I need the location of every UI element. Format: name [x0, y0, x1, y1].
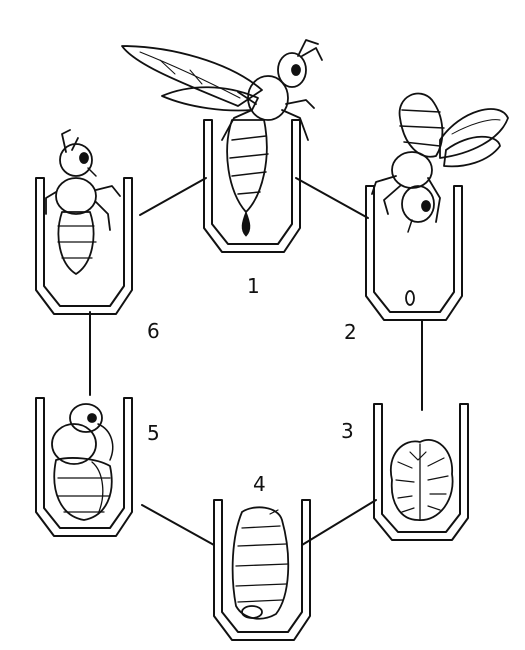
pupa [231, 506, 290, 620]
thorax [55, 177, 97, 215]
egg-in-cell [371, 92, 509, 306]
connector-4-5 [141, 504, 215, 546]
legs [371, 175, 441, 223]
legs [45, 185, 121, 231]
stage-label-6: 6 [147, 319, 160, 343]
stage-label-5: 5 [147, 421, 160, 445]
antenna [407, 219, 413, 233]
thorax [391, 151, 433, 189]
egg-drop [241, 211, 251, 237]
head [59, 143, 93, 177]
head [69, 403, 103, 433]
cell-1 [203, 119, 301, 253]
upper-wing [121, 45, 263, 107]
adult-emerging [45, 129, 121, 275]
stage-label-3: 3 [341, 419, 354, 443]
cell-6 [35, 177, 133, 315]
antennae [297, 39, 323, 61]
stage-label-2: 2 [344, 320, 357, 344]
cell-3 [373, 403, 469, 541]
connector-1-2 [295, 177, 369, 219]
legs [221, 91, 315, 141]
wing-2 [443, 135, 501, 168]
abdomen [398, 92, 444, 158]
cell-5 [35, 397, 133, 537]
adult-bee-laying-egg [121, 39, 323, 237]
pupa-tip [241, 605, 263, 619]
curled-larva [389, 439, 454, 521]
head [277, 52, 307, 88]
abdomen [226, 119, 268, 213]
cell-4 [213, 499, 311, 641]
stage-label-4: 4 [253, 472, 266, 496]
connector-3-4 [301, 499, 377, 546]
cycle-connectors [89, 177, 423, 546]
lower-wing [161, 86, 259, 112]
cell-2 [365, 185, 463, 321]
connector-6-1 [139, 177, 207, 216]
developing-adult [51, 403, 114, 521]
abdomen [57, 211, 95, 275]
head [401, 185, 435, 223]
thorax [51, 423, 97, 465]
egg [405, 290, 415, 306]
wing [439, 108, 509, 159]
stage-label-1: 1 [247, 274, 260, 298]
